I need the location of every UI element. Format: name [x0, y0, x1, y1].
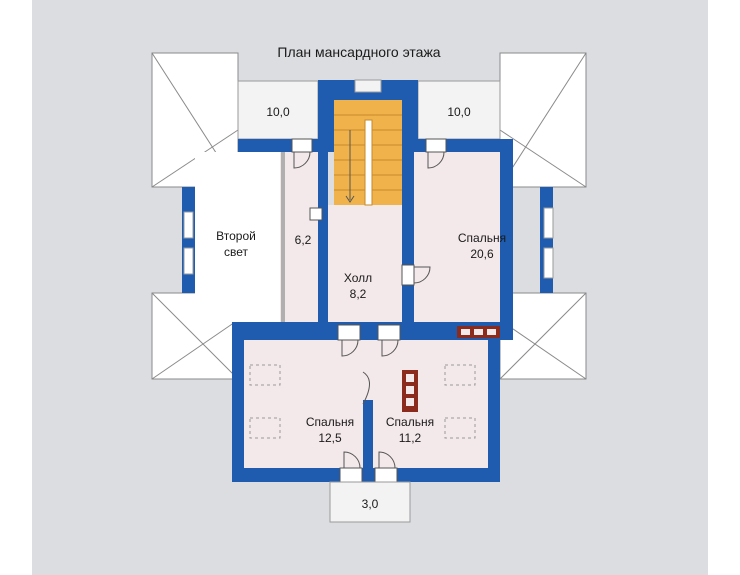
- doors: [291, 138, 447, 483]
- window-right-1: [543, 207, 554, 239]
- balcony-bottom-area: 3,0: [362, 497, 379, 511]
- bedroom-right-area: 11,2: [399, 431, 422, 445]
- bedroom-large-area: 20,6: [470, 247, 494, 261]
- balcony-left-area: 10,0: [266, 105, 290, 119]
- window-right-2: [543, 247, 554, 279]
- hall-name: Холл: [344, 271, 372, 285]
- bedroom-right-name: Спальня: [386, 415, 434, 429]
- staircase: [334, 100, 402, 206]
- window-top: [354, 79, 382, 93]
- bedroom-left-floor: [244, 340, 363, 468]
- storage-area: 6,2: [295, 233, 312, 247]
- bedroom-large-floor: [414, 152, 500, 322]
- skylights: [249, 364, 476, 439]
- storage-floor: [280, 152, 318, 322]
- second-light-area: [195, 152, 280, 322]
- bedroom-left-name: Спальня: [306, 415, 354, 429]
- bedroom-left-area: 12,5: [318, 431, 342, 445]
- bedroom-right-floor: [373, 340, 488, 468]
- plan-title: План мансардного этажа: [277, 44, 440, 60]
- second-light-label-2: свет: [224, 245, 249, 259]
- bedroom-large-name: Спальня: [458, 231, 506, 245]
- hall-floor: [328, 205, 402, 322]
- hall-area: 8,2: [350, 287, 367, 301]
- balcony-bottom: [329, 481, 411, 523]
- corridor-floor: [363, 340, 373, 400]
- chimney: [402, 326, 500, 412]
- corridor-arch: [362, 371, 370, 405]
- balcony-right-area: 10,0: [447, 105, 471, 119]
- second-light-label-1: Второй: [216, 229, 256, 243]
